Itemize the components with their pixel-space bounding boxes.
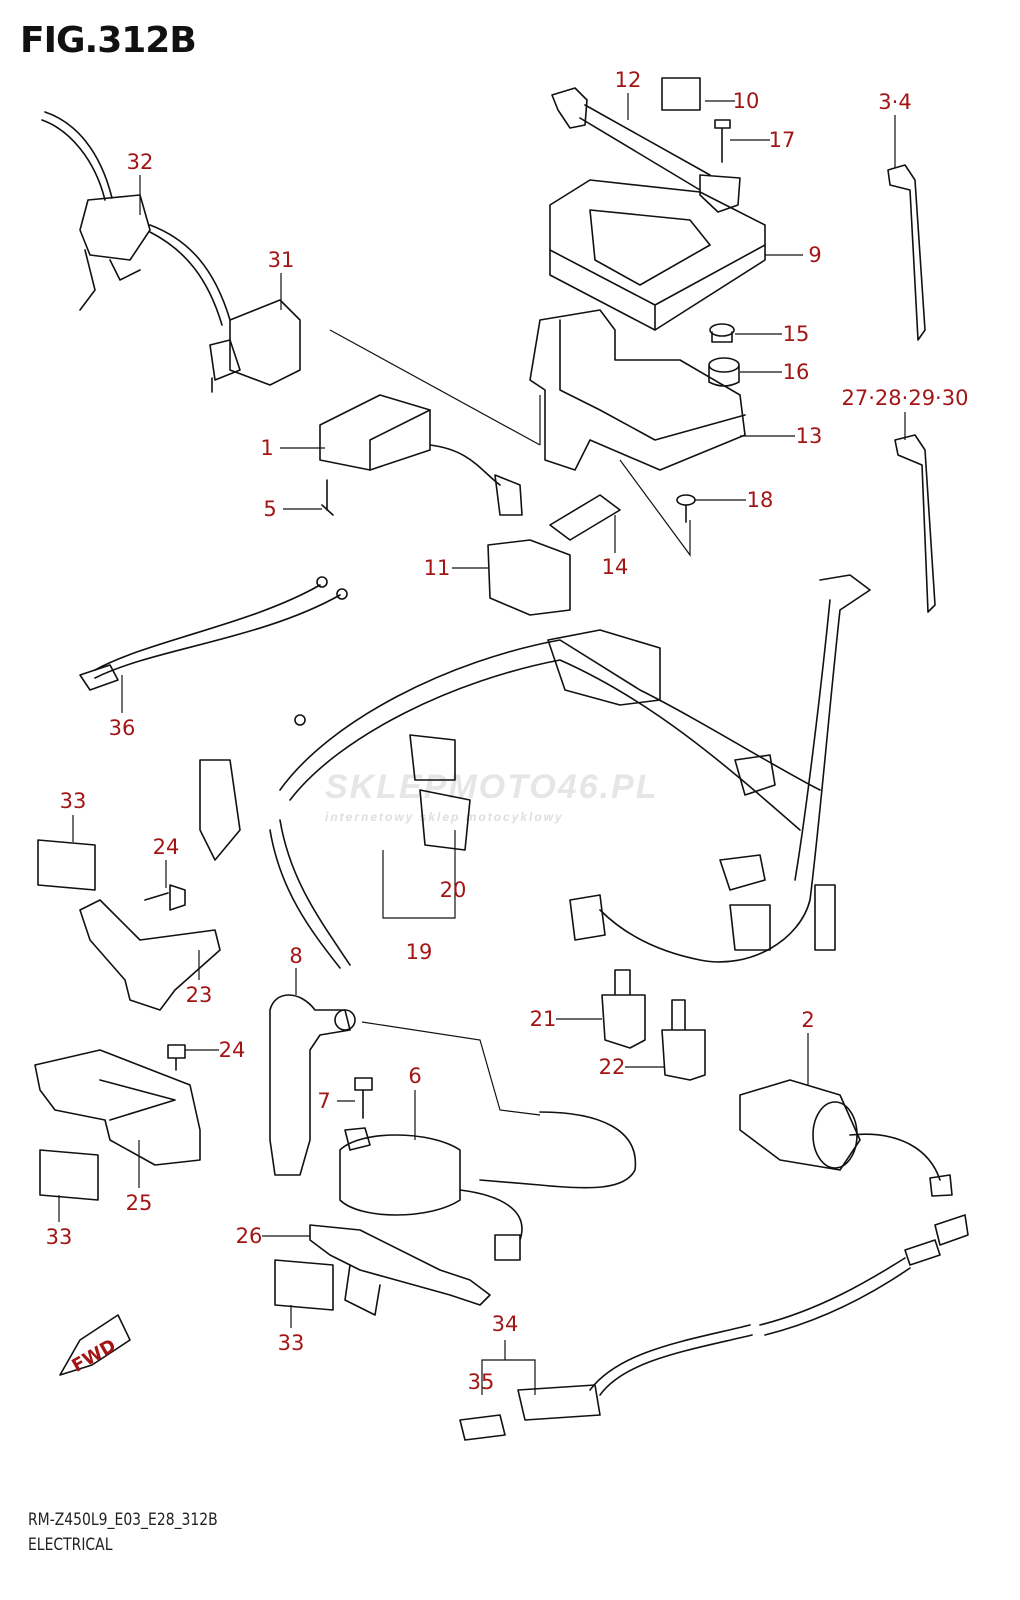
part-26-ground <box>309 1224 491 1316</box>
callout-33[interactable]: 33 <box>59 789 87 813</box>
callout-33[interactable]: 33 <box>45 1225 73 1249</box>
part-9-ecu <box>549 179 766 331</box>
part-6-ignition-coil <box>339 1077 637 1261</box>
callout-16[interactable]: 16 <box>782 360 810 384</box>
part-15-16-grommet <box>708 323 740 387</box>
part-1-module <box>319 394 523 516</box>
part-cable-ties <box>887 164 936 613</box>
callout-10[interactable]: 10 <box>732 89 760 113</box>
part-2-sensor <box>739 1079 953 1197</box>
callout-12[interactable]: 12 <box>614 68 642 92</box>
category-label: ELECTRICAL <box>28 1535 113 1555</box>
diagram-code: RM-Z450L9_E03_E28_312B <box>28 1510 218 1530</box>
callout-5[interactable]: 5 <box>263 497 277 521</box>
part-19-harness <box>199 574 871 969</box>
callout-18[interactable]: 18 <box>746 488 774 512</box>
callout-32[interactable]: 32 <box>126 150 154 174</box>
callout-33[interactable]: 33 <box>277 1331 305 1355</box>
part-31 <box>209 299 301 393</box>
callout-31[interactable]: 31 <box>267 248 295 272</box>
callout-20[interactable]: 20 <box>439 878 467 902</box>
callout-9[interactable]: 9 <box>808 243 822 267</box>
callout-3-4[interactable]: 3·4 <box>878 90 912 114</box>
callout-17[interactable]: 17 <box>768 128 796 152</box>
part-36-lead <box>79 576 348 691</box>
leader-lines <box>58 93 906 1328</box>
callout-34[interactable]: 34 <box>491 1312 519 1336</box>
part-25-holder <box>34 1049 201 1166</box>
callout-22[interactable]: 22 <box>598 1055 626 1079</box>
callout-14[interactable]: 14 <box>601 555 629 579</box>
callout-2[interactable]: 2 <box>801 1008 815 1032</box>
callout-36[interactable]: 36 <box>108 716 136 740</box>
callout-6[interactable]: 6 <box>408 1064 422 1088</box>
callout-1[interactable]: 1 <box>260 436 274 460</box>
callout-7[interactable]: 7 <box>317 1089 331 1113</box>
part-34-35-fuse <box>459 1214 969 1441</box>
watermark: SKLEPMOTO46.PL <box>325 768 659 806</box>
part-32-switch <box>41 111 231 326</box>
figure-title: FIG.312B <box>20 20 197 61</box>
callout-8[interactable]: 8 <box>289 944 303 968</box>
part-33-pads <box>37 839 334 1311</box>
callout-15[interactable]: 15 <box>782 322 810 346</box>
part-18-14-11 <box>487 494 696 616</box>
callout-35[interactable]: 35 <box>467 1370 495 1394</box>
callout-27-30[interactable]: 27·28·29·30 <box>841 386 969 410</box>
watermark-subtitle: internetowy sklep motocyklowy <box>325 810 564 824</box>
callout-26[interactable]: 26 <box>235 1224 263 1248</box>
callout-25[interactable]: 25 <box>125 1191 153 1215</box>
callout-11[interactable]: 11 <box>423 556 451 580</box>
callout-13[interactable]: 13 <box>795 424 823 448</box>
part-13-tray <box>329 309 746 557</box>
callout-24[interactable]: 24 <box>218 1038 246 1062</box>
callout-21[interactable]: 21 <box>529 1007 557 1031</box>
callout-19[interactable]: 19 <box>405 940 433 964</box>
callout-24[interactable]: 24 <box>152 835 180 859</box>
part-23-bracket <box>79 884 221 1071</box>
part-8-plug-cap <box>269 994 541 1176</box>
fwd-arrow-icon <box>59 1314 131 1376</box>
part-12-bracket <box>551 77 741 213</box>
callout-23[interactable]: 23 <box>185 983 213 1007</box>
